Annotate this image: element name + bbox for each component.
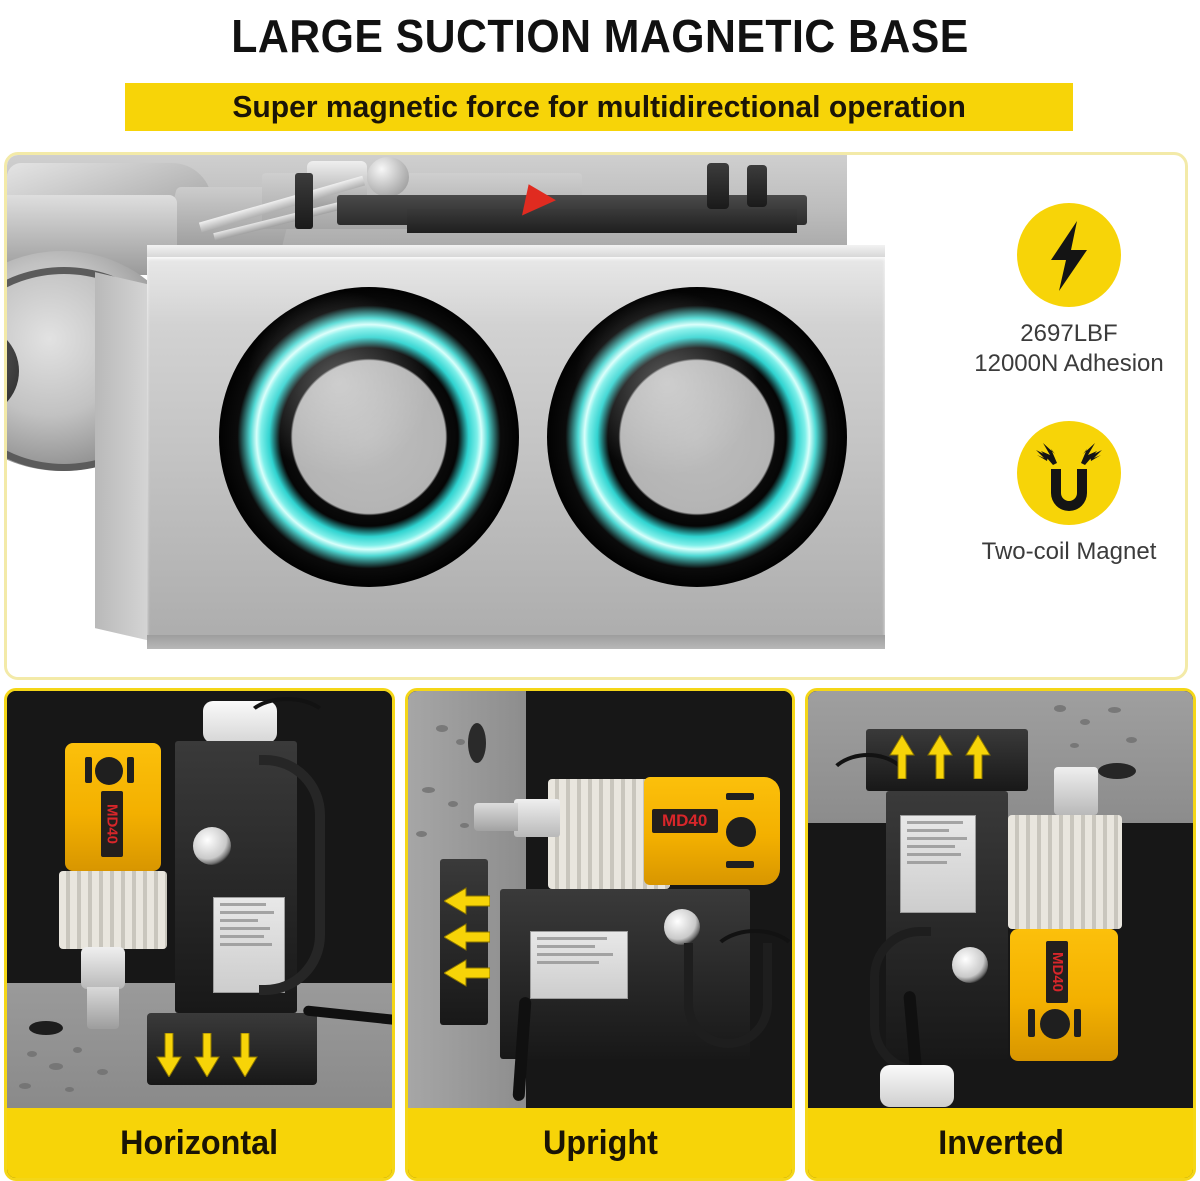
mode-card-upright[interactable]: MD40 U xyxy=(404,688,796,1181)
annular-cutter-bit xyxy=(473,803,518,831)
drill-chuck xyxy=(513,799,560,837)
drill-motor-slot xyxy=(1074,1009,1082,1037)
scene-upright: MD40 xyxy=(407,691,793,1108)
machine-bolt xyxy=(707,163,729,209)
mode-card-horizontal[interactable]: MD40 xyxy=(4,688,395,1181)
drill-motor-vent xyxy=(1040,1009,1071,1039)
mode-caption-inverted: Inverted xyxy=(808,1108,1194,1178)
drill-model-label: MD40 xyxy=(1046,941,1069,1003)
drill-motor-vent xyxy=(95,757,123,785)
carry-handle xyxy=(870,927,932,1075)
drilled-hole xyxy=(29,1021,63,1035)
force-arrow-left xyxy=(442,959,491,992)
magnet-bottom-edge xyxy=(147,635,885,649)
magnetic-base-plate xyxy=(147,1013,317,1085)
magnet-coil xyxy=(219,287,519,587)
hero-product-panel: 2697LBF 12000N Adhesion Two-coil Magnet xyxy=(4,152,1188,680)
annular-cutter-bit xyxy=(87,987,119,1029)
force-arrow-up xyxy=(926,734,954,784)
feature-two-coil: Two-coil Magnet xyxy=(963,421,1175,567)
spec-plate xyxy=(900,815,977,913)
horseshoe-magnet-icon xyxy=(1017,421,1121,525)
drill-gearbox xyxy=(59,871,167,949)
force-arrow-down xyxy=(231,1032,259,1082)
feature-adhesion: 2697LBF 12000N Adhesion xyxy=(963,203,1175,379)
carry-handle xyxy=(683,943,772,1048)
drill-gearbox xyxy=(1008,815,1123,929)
drill-motor-slot xyxy=(725,861,754,868)
mode-caption-upright: Upright xyxy=(407,1108,793,1178)
machine-bolt xyxy=(295,173,313,229)
drill-chuck xyxy=(81,947,125,989)
drill-motor-slot xyxy=(127,757,134,783)
drill-chuck xyxy=(1054,767,1099,815)
mode-caption-text: Inverted xyxy=(937,1123,1064,1162)
magnet-front-face xyxy=(147,257,885,639)
force-arrow-up xyxy=(888,734,916,784)
drill-model-label: MD40 xyxy=(101,791,123,857)
machine-part xyxy=(367,157,409,197)
drill-motor-slot xyxy=(85,757,92,783)
mode-caption-text: Upright xyxy=(542,1123,658,1162)
mode-caption-text: Horizontal xyxy=(120,1123,279,1162)
scene-horizontal: MD40 xyxy=(7,691,392,1108)
drill-motor-slot xyxy=(725,793,754,800)
feature-two-coil-line1: Two-coil Magnet xyxy=(981,538,1157,565)
force-arrow-down xyxy=(193,1032,221,1082)
power-cable xyxy=(243,697,331,751)
page-title: LARGE SUCTION MAGNETIC BASE xyxy=(231,10,969,62)
carry-handle xyxy=(259,755,325,995)
mode-card-inverted[interactable]: MD40 Inverted xyxy=(805,688,1197,1181)
force-arrow-up xyxy=(964,734,992,784)
mode-caption-horizontal: Horizontal xyxy=(7,1108,392,1178)
power-cable xyxy=(707,929,793,995)
drilled-hole xyxy=(467,723,486,763)
machine-dark-plate xyxy=(407,209,797,233)
subtitle-banner: Super magnetic force for multidirectiona… xyxy=(125,83,1073,131)
bottom-fixture xyxy=(880,1065,955,1107)
feature-adhesion-line1: 2697LBF xyxy=(1020,320,1118,347)
magnetic-base-body xyxy=(95,245,885,659)
force-arrow-left xyxy=(442,887,491,920)
force-arrow-left xyxy=(442,923,491,956)
feed-knob xyxy=(952,947,989,983)
drill-motor-slot xyxy=(1028,1009,1036,1037)
feature-adhesion-line2: 12000N Adhesion xyxy=(974,350,1164,377)
drill-model-label: MD40 xyxy=(651,809,718,833)
feed-knob xyxy=(663,909,700,945)
coil-sheen xyxy=(219,287,519,587)
hero-product-photo xyxy=(7,155,962,677)
magnet-side-face xyxy=(95,272,151,641)
drill-motor-vent xyxy=(725,817,756,847)
machine-bolt xyxy=(747,165,767,207)
power-cable xyxy=(824,753,913,821)
operation-modes-row: MD40 xyxy=(0,688,1200,1181)
scene-inverted: MD40 xyxy=(808,691,1194,1108)
force-arrow-down xyxy=(155,1032,183,1082)
header: LARGE SUCTION MAGNETIC BASE Super magnet… xyxy=(0,0,1200,148)
feed-knob xyxy=(193,827,231,865)
subtitle-text: Super magnetic force for multidirectiona… xyxy=(232,89,966,124)
lightning-bolt-icon xyxy=(1017,203,1121,307)
spec-plate xyxy=(529,931,628,999)
feature-list: 2697LBF 12000N Adhesion Two-coil Magnet xyxy=(963,203,1175,609)
drilled-hole xyxy=(1098,763,1137,779)
magnet-coil xyxy=(547,287,847,587)
coil-sheen xyxy=(547,287,847,587)
